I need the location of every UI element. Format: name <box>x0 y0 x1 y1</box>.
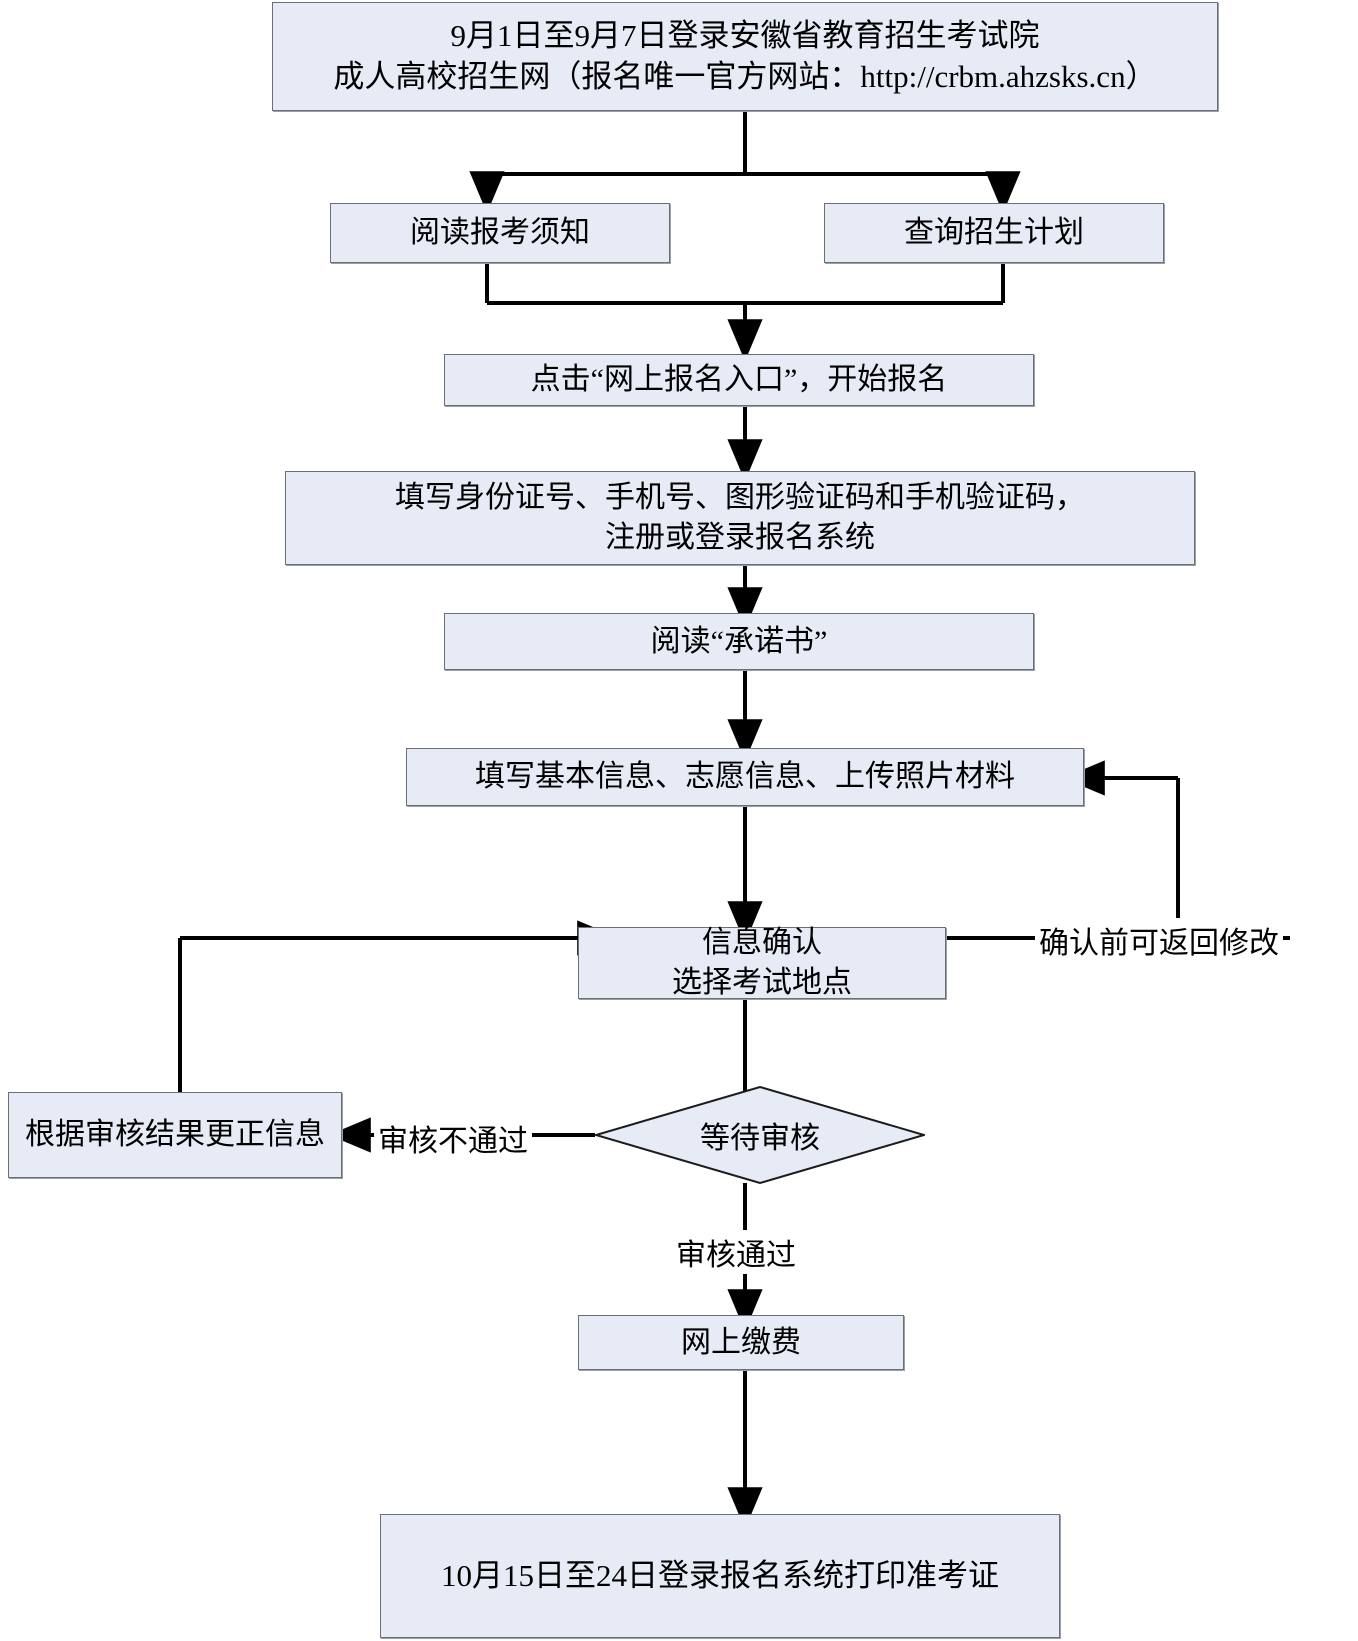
node-label: 查询招生计划 <box>904 216 1084 250</box>
edge-label-review-failed: 审核不通过 <box>374 1116 532 1160</box>
node-correct-info: 根据审核结果更正信息 <box>8 1092 342 1178</box>
node-label: 信息确认 选择考试地点 <box>672 926 852 999</box>
node-label: 填写身份证号、手机号、图形验证码和手机验证码， 注册或登录报名系统 <box>395 481 1085 554</box>
node-click-entry: 点击“网上报名入口”，开始报名 <box>444 354 1034 406</box>
node-label: 阅读“承诺书” <box>650 624 828 658</box>
node-label: 10月15日至24日登录报名系统打印准考证 <box>441 1557 999 1593</box>
node-fill-basic-info: 填写基本信息、志愿信息、上传照片材料 <box>406 748 1084 806</box>
node-print-admission-ticket: 10月15日至24日登录报名系统打印准考证 <box>380 1514 1060 1638</box>
node-fill-identity: 填写身份证号、手机号、图形验证码和手机验证码， 注册或登录报名系统 <box>285 471 1195 565</box>
edge-label-review-passed: 审核通过 <box>672 1230 800 1274</box>
node-label: 网上缴费 <box>681 1325 801 1359</box>
node-label: 9月1日至9月7日登录安徽省教育招生考试院 成人高校招生网（报名唯一官方网站：h… <box>333 17 1157 94</box>
node-await-review: 等待审核 <box>595 1086 925 1184</box>
node-query-plan: 查询招生计划 <box>824 203 1164 263</box>
node-label: 等待审核 <box>700 1122 820 1155</box>
node-label: 阅读报考须知 <box>410 216 590 250</box>
diamond-shape <box>595 1086 925 1184</box>
edge-label-return-to-edit: 确认前可返回修改 <box>1035 918 1283 962</box>
node-read-notice: 阅读报考须知 <box>330 203 670 263</box>
node-online-payment: 网上缴费 <box>578 1315 904 1370</box>
node-label: 填写基本信息、志愿信息、上传照片材料 <box>475 760 1015 794</box>
node-read-commitment: 阅读“承诺书” <box>444 613 1034 670</box>
node-label: 点击“网上报名入口”，开始报名 <box>530 363 948 397</box>
node-confirm-info: 信息确认 选择考试地点 <box>578 926 946 999</box>
node-registration-window: 9月1日至9月7日登录安徽省教育招生考试院 成人高校招生网（报名唯一官方网站：h… <box>272 2 1218 111</box>
node-label: 根据审核结果更正信息 <box>25 1118 325 1152</box>
